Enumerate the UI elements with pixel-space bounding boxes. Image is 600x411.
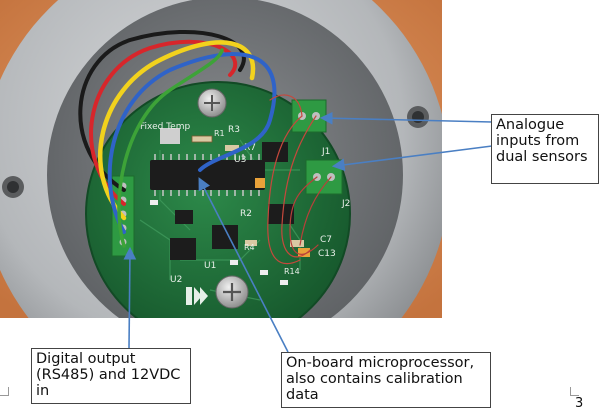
arrow-analogue-j1 (319, 111, 493, 125)
callout-analogue-line-2: inputs from (496, 133, 580, 149)
silk-j1: J1 (321, 147, 330, 157)
silk-r4: R4 (244, 243, 255, 252)
silk-u1: U1 (204, 261, 216, 271)
page-number: 3 (575, 396, 584, 411)
wire-thin-red-3 (289, 176, 319, 255)
wire-bundle (78, 29, 332, 265)
silk-r3: R3 (228, 125, 240, 135)
ic-u3 (268, 204, 294, 224)
callout-analogue-inputs: Analogue inputs from dual sensors (491, 114, 599, 184)
callout-arrows (123, 111, 493, 353)
silk-r7: R7 (244, 143, 256, 153)
callout-digital-line-2: (RS485) and 12VDC (36, 367, 181, 383)
callout-micro-line-1: On-board microprocessor, (286, 355, 475, 371)
microprocessor-chip (150, 154, 265, 196)
callout-micro-line-2: also contains calibration (286, 371, 463, 387)
capacitor-orange (255, 178, 265, 188)
arrow-digital (123, 246, 137, 349)
smd-components (150, 128, 310, 285)
wire-blue (107, 52, 277, 234)
silk-j2: J2 (341, 199, 350, 209)
wire-thin-red-2 (281, 115, 317, 258)
callout-analogue-line-3: dual sensors (496, 149, 588, 165)
callout-digital-line-3: in (36, 383, 50, 399)
silk-u3: U3 (234, 155, 246, 165)
wire-green (117, 48, 224, 248)
ic-u2 (170, 238, 196, 260)
arrow-micro (198, 177, 289, 353)
silk-r1: R1 (214, 129, 225, 138)
wire-thin-red-1 (267, 115, 303, 265)
silk-fixed-temp: Fixed Temp (140, 122, 190, 132)
silk-c7: C7 (320, 235, 332, 245)
callout-digital-line-1: Digital output (36, 351, 136, 367)
silk-c13: C13 (318, 249, 336, 259)
corner-mark-left (0, 387, 9, 396)
silk-r2: R2 (240, 209, 252, 219)
callout-micro-line-3: data (286, 387, 319, 403)
silkscreen-labels: Fixed Temp R3 R1 R2 R7 R4 J1 J2 U1 U2 U3… (140, 122, 350, 285)
photo-content: Fixed Temp R3 R1 R2 R7 R4 J1 J2 U1 U2 U3… (0, 0, 442, 318)
callout-microprocessor: On-board microprocessor, also contains c… (281, 352, 491, 408)
corner-mark-right (570, 387, 579, 396)
arrow-analogue-j2 (331, 145, 493, 172)
callout-digital-output: Digital output (RS485) and 12VDC in (31, 348, 191, 404)
board-logo (186, 287, 208, 305)
wire-yellow (98, 40, 256, 221)
silk-r14: R14 (284, 267, 300, 276)
silk-u2: U2 (170, 275, 182, 285)
callout-analogue-line-1: Analogue (496, 117, 565, 133)
pcb-board (85, 81, 351, 318)
